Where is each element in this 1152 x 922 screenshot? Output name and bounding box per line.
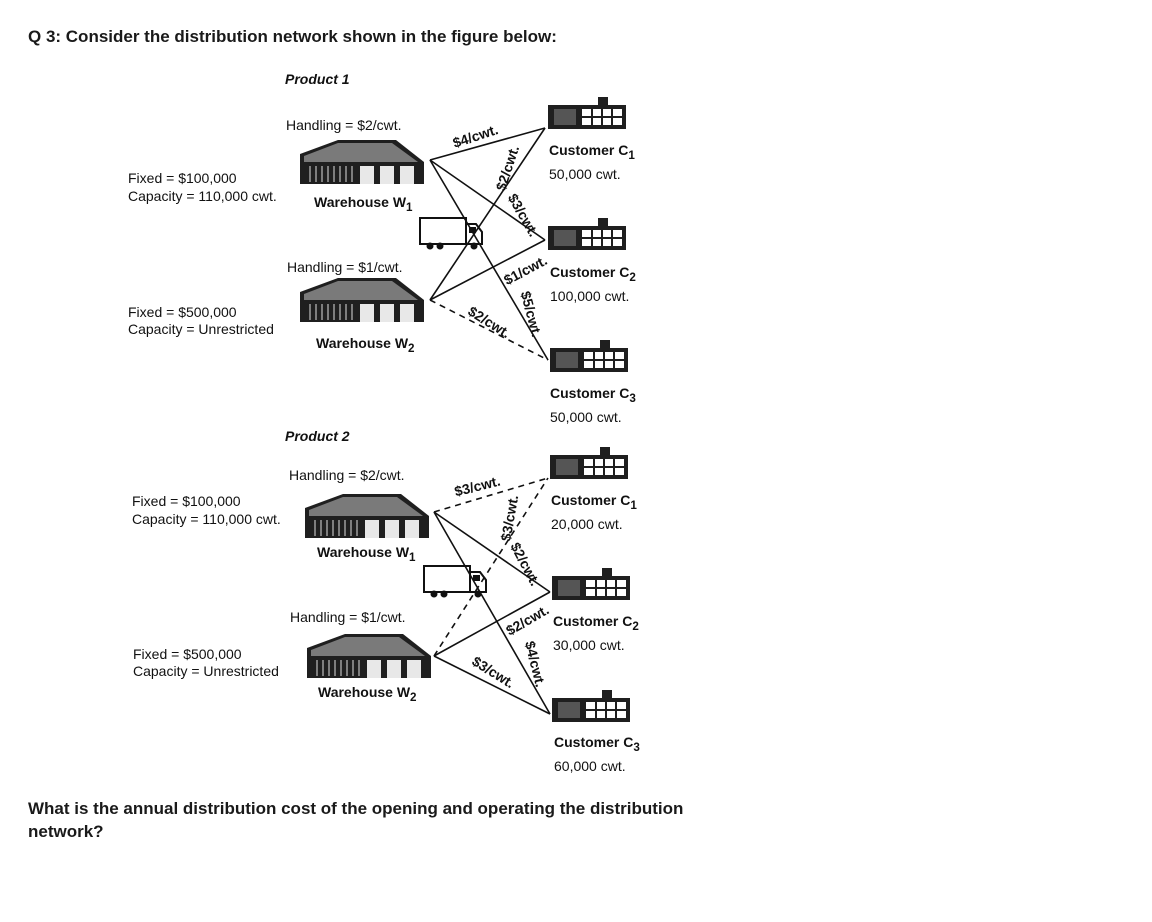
customer-building-icon (547, 217, 627, 251)
customer-building-icon (551, 689, 631, 723)
w2-handling: Handling = $1/cwt. (287, 259, 403, 275)
p2-w2-fixed: Fixed = $500,000 (133, 646, 242, 662)
p2-w2-capacity: Capacity = Unrestricted (133, 663, 279, 679)
p2-w2-handling: Handling = $1/cwt. (290, 609, 406, 625)
w2-capacity: Capacity = Unrestricted (128, 321, 274, 337)
product-2-label: Product 2 (285, 428, 350, 444)
question-prompt: What is the annual distribution cost of … (28, 799, 684, 841)
warehouse-w2-label: Warehouse W2 (316, 335, 415, 355)
product-1-label: Product 1 (285, 71, 350, 87)
warehouse-w1-label: Warehouse W1 (314, 194, 413, 214)
p2-warehouse-w2-label: Warehouse W2 (318, 684, 417, 704)
warehouse-icon (306, 633, 432, 679)
w1-fixed: Fixed = $100,000 (128, 170, 237, 186)
p2-w1-fixed: Fixed = $100,000 (132, 493, 241, 509)
warehouse-icon (299, 139, 425, 185)
p2-w1-capacity: Capacity = 110,000 cwt. (132, 511, 281, 527)
product1-routes (429, 127, 549, 361)
w2-fixed: Fixed = $500,000 (128, 304, 237, 320)
customer-building-icon (547, 96, 627, 130)
p2-warehouse-w1-label: Warehouse W1 (317, 544, 416, 564)
truck-icon (423, 565, 487, 599)
warehouse-icon (304, 493, 430, 539)
p2-w1-handling: Handling = $2/cwt. (289, 467, 405, 483)
customer-building-icon (549, 446, 629, 480)
customer-building-icon (549, 339, 629, 373)
question-title: Q 3: Consider the distribution network s… (28, 27, 557, 46)
product2-routes (433, 477, 551, 715)
customer-building-icon (551, 567, 631, 601)
w1-capacity: Capacity = 110,000 cwt. (128, 188, 277, 204)
warehouse-icon (299, 277, 425, 323)
w1-handling: Handling = $2/cwt. (286, 117, 402, 133)
